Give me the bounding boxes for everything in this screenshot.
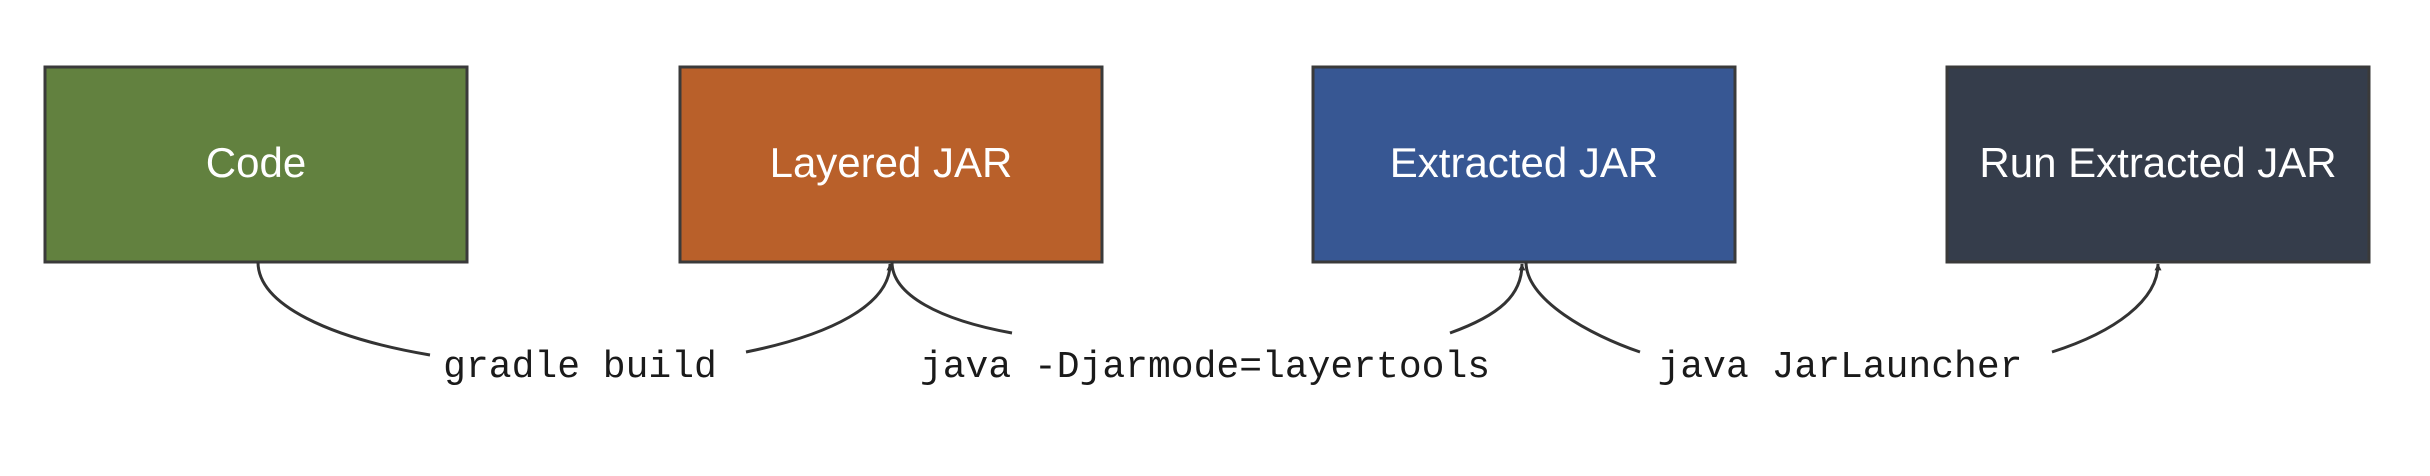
edge-layertools-line-start bbox=[890, 261, 1013, 335]
node-layered-jar: Layered JAR bbox=[678, 65, 1104, 264]
node-run-extracted-jar-box bbox=[1945, 65, 2371, 264]
edge-gradle-build: gradle build bbox=[256, 261, 894, 389]
edge-gradle-build-label: gradle build bbox=[443, 346, 717, 389]
edge-jarlauncher-label: java JarLauncher bbox=[1658, 346, 2023, 389]
node-layered-jar-label: Layered JAR bbox=[770, 139, 1013, 186]
edge-jarlauncher-arrow bbox=[2051, 263, 2162, 354]
node-run-extracted-jar-label: Run Extracted JAR bbox=[1979, 139, 2336, 186]
edge-gradle-build-line-start bbox=[256, 261, 431, 357]
node-code: Code bbox=[43, 65, 469, 264]
node-layered-jar-box bbox=[678, 65, 1104, 264]
edge-jarlauncher-line-start bbox=[1524, 261, 1641, 354]
edge-layertools: java -Djarmode=layertools bbox=[890, 261, 1526, 389]
node-run-extracted-jar: Run Extracted JAR bbox=[1945, 65, 2371, 264]
node-code-box bbox=[43, 65, 469, 264]
edge-layertools-label: java -Djarmode=layertools bbox=[920, 346, 1490, 389]
edge-jarlauncher: java JarLauncher bbox=[1524, 261, 2162, 389]
node-extracted-jar-label: Extracted JAR bbox=[1390, 139, 1658, 186]
node-extracted-jar-box bbox=[1311, 65, 1737, 264]
edge-layertools-arrow bbox=[1449, 263, 1526, 335]
node-extracted-jar: Extracted JAR bbox=[1311, 65, 1737, 264]
edge-gradle-build-arrow bbox=[745, 263, 894, 354]
node-code-label: Code bbox=[206, 139, 306, 186]
